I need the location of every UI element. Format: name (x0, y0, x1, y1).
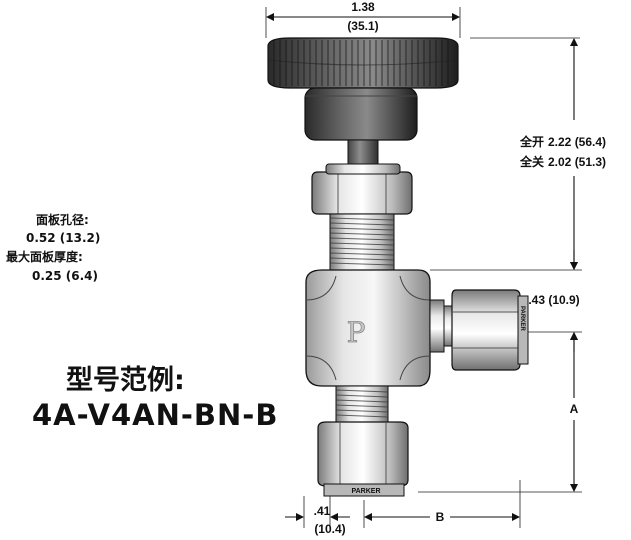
top-width-value: 1.38 (351, 0, 375, 14)
bonnet-nut (311, 163, 413, 215)
panel-thickness-value: 0.25 (6.4) (32, 269, 99, 283)
handle-knob (267, 37, 459, 89)
dimension-arrows (266, 13, 578, 521)
model-example-label: 型号范例: (66, 365, 185, 396)
model-number: 4A-V4AN-BN-B (32, 398, 279, 432)
valve-body: P (305, 269, 431, 387)
upper-threads (329, 213, 395, 271)
panel-hole-label: 面板孔径: (36, 213, 89, 227)
closed-label: 全关 (519, 154, 544, 169)
open-value: 2.22 (56.4) (548, 135, 606, 149)
bottom-offset-value: .41 (314, 504, 331, 518)
extension-lines (265, 7, 582, 528)
port-offset-value: .43 (10.9) (528, 293, 579, 307)
bottom-nut: PARKER (317, 421, 409, 497)
top-width-mm: (35.1) (347, 19, 378, 33)
panel-hole-value: 0.52 (13.2) (26, 231, 101, 245)
side-nut-marking: PARKER (519, 306, 525, 332)
bottom-offset-mm: (10.4) (314, 522, 345, 536)
bottom-nut-marking: PARKER (351, 488, 380, 495)
open-label: 全开 (519, 134, 544, 149)
a-dimension-label: A (570, 402, 579, 416)
side-port-fitting: PARKER (429, 289, 529, 371)
lower-threads (335, 385, 389, 423)
closed-value: 2.02 (51.3) (548, 155, 606, 169)
panel-thickness-label: 最大面板厚度: (6, 250, 83, 264)
parker-logo: P (347, 316, 366, 349)
b-dimension-label: B (436, 510, 445, 524)
knob-hub (304, 87, 418, 141)
